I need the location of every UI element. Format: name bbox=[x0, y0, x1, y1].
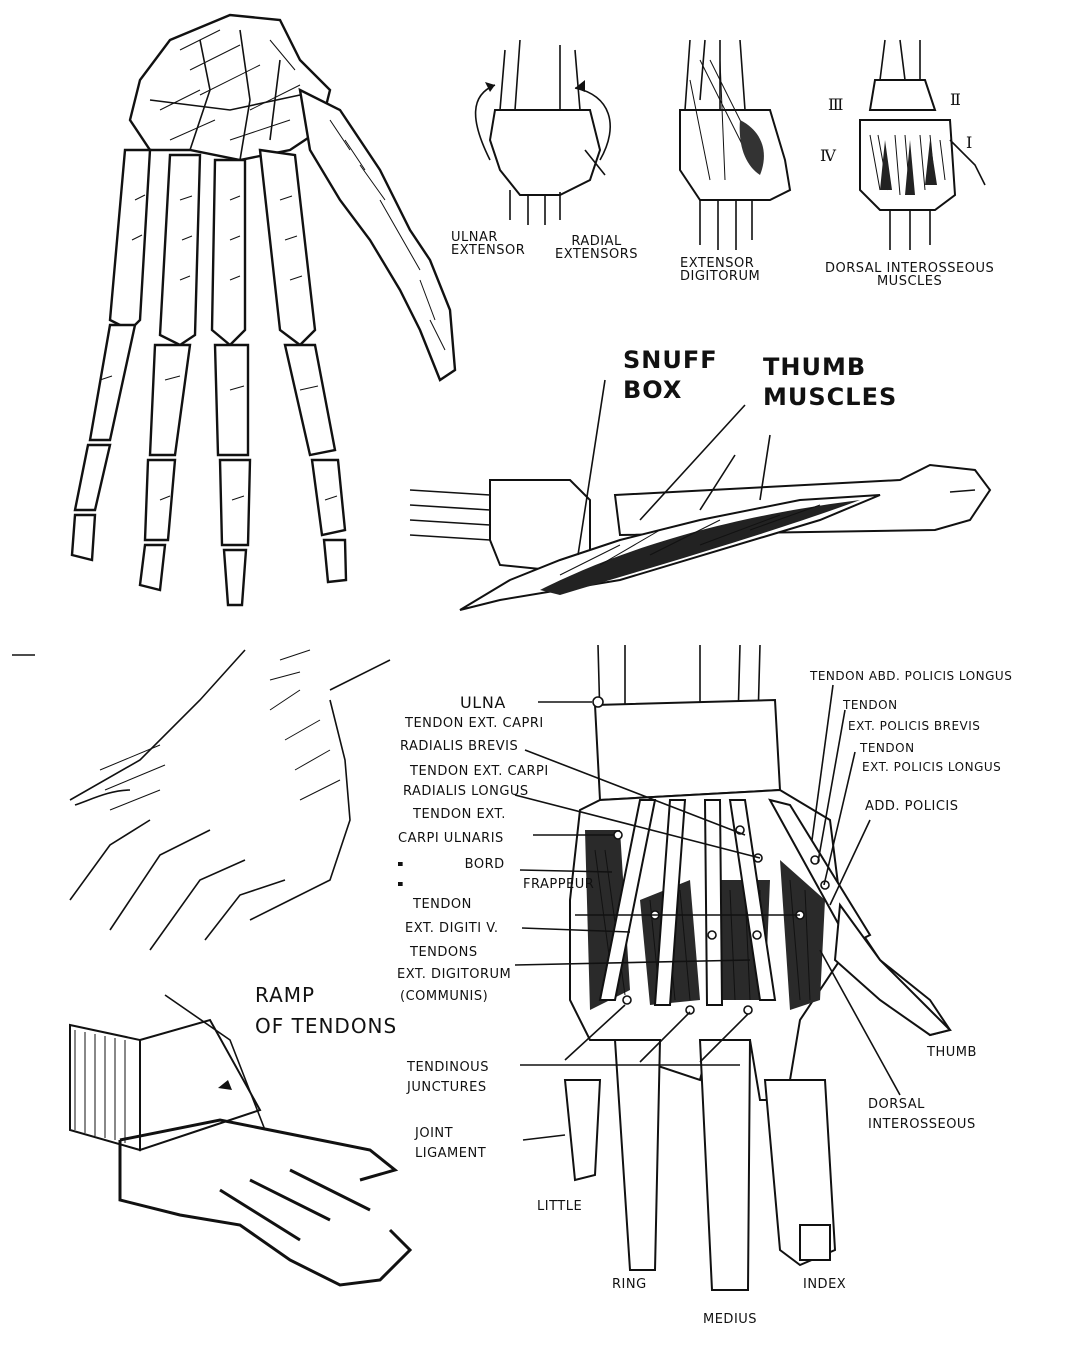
label-little: Little bbox=[537, 1199, 583, 1214]
label-ulna: Ulna bbox=[460, 693, 506, 712]
label-tendinous-junctures: Tendinous Junctures bbox=[407, 1060, 489, 1095]
label-medius: Medius bbox=[703, 1312, 758, 1327]
label-tendons: Tendons bbox=[410, 945, 478, 960]
label-roman-iv: Ⅳ bbox=[820, 146, 837, 165]
label-roman-i: Ⅰ bbox=[966, 133, 973, 152]
ulnar-radial-extensors-drawing bbox=[474, 39, 611, 225]
label-radial-extensors: Radial Extensors bbox=[555, 234, 639, 262]
label-roman-iii: Ⅲ bbox=[828, 95, 845, 114]
label-ring: Ring bbox=[612, 1277, 647, 1292]
label-thumb-muscles: Thumb Muscles bbox=[763, 353, 898, 411]
dorsal-hand-dissection-drawing bbox=[563, 644, 952, 1291]
label-tendon-ext-capri: Tendon Ext. Capri bbox=[405, 716, 544, 731]
label-dorsal-interosseous-muscles: Dorsal Interosseous Muscles bbox=[825, 261, 995, 289]
ramp-of-tendons-drawing bbox=[69, 994, 413, 1287]
label-tendon-abd-policis-longus: Tendon Abd. Policis Longus bbox=[810, 669, 1013, 683]
label-ext-digiti-v: Ext. Digiti V. bbox=[405, 921, 499, 936]
label-tendon-ext-carpi: Tendon Ext. Carpi bbox=[410, 764, 549, 779]
label-ext-policis-longus: Ext. Policis Longus bbox=[862, 760, 1002, 774]
extensor-digitorum-drawing bbox=[679, 39, 792, 250]
label-bord: Bord bbox=[464, 857, 505, 872]
leader-lines bbox=[12, 379, 901, 1141]
label-thumb: Thumb bbox=[927, 1045, 977, 1060]
hand-skeleton-drawing bbox=[70, 13, 457, 607]
label-tendon-2: Tendon bbox=[860, 741, 915, 755]
label-index: Index bbox=[803, 1277, 847, 1292]
forearm-side-view-drawing bbox=[409, 463, 992, 611]
label-tendon-ext-digiti-v-1: Tendon bbox=[413, 897, 472, 912]
label-add-policis: Add. Policis bbox=[865, 799, 959, 814]
label-radialis-longus: Radialis Longus bbox=[403, 784, 529, 799]
label-roman-ii: Ⅱ bbox=[950, 90, 962, 109]
label-joint-ligament: Joint Ligament bbox=[415, 1126, 487, 1161]
label-ramp-of-tendons: Ramp of Tendons bbox=[255, 983, 398, 1038]
label-frappeur: Frappeur bbox=[523, 877, 595, 892]
label-radialis-brevis: Radialis Brevis bbox=[400, 739, 519, 754]
label-communis: (Communis) bbox=[400, 989, 489, 1004]
label-ext-digitorum: Ext. Digitorum bbox=[397, 967, 512, 982]
surface-hand-drawing bbox=[69, 649, 391, 951]
label-snuff-box: Snuff Box bbox=[623, 346, 718, 404]
label-tendon-ext: Tendon Ext. bbox=[413, 807, 506, 822]
dorsal-interosseous-drawing bbox=[859, 39, 986, 250]
label-ulnar-extensor: Ulnar Extensor bbox=[451, 230, 526, 258]
label-extensor-digitorum: Extensor Digitorum bbox=[680, 256, 761, 284]
label-tendon-1: Tendon bbox=[843, 698, 898, 712]
label-dorsal-interosseous: Dorsal Interosseous bbox=[868, 1097, 976, 1132]
label-carpi-ulnaris: Carpi Ulnaris bbox=[398, 831, 504, 846]
label-ext-policis-brevis: Ext. Policis Brevis bbox=[848, 719, 981, 733]
